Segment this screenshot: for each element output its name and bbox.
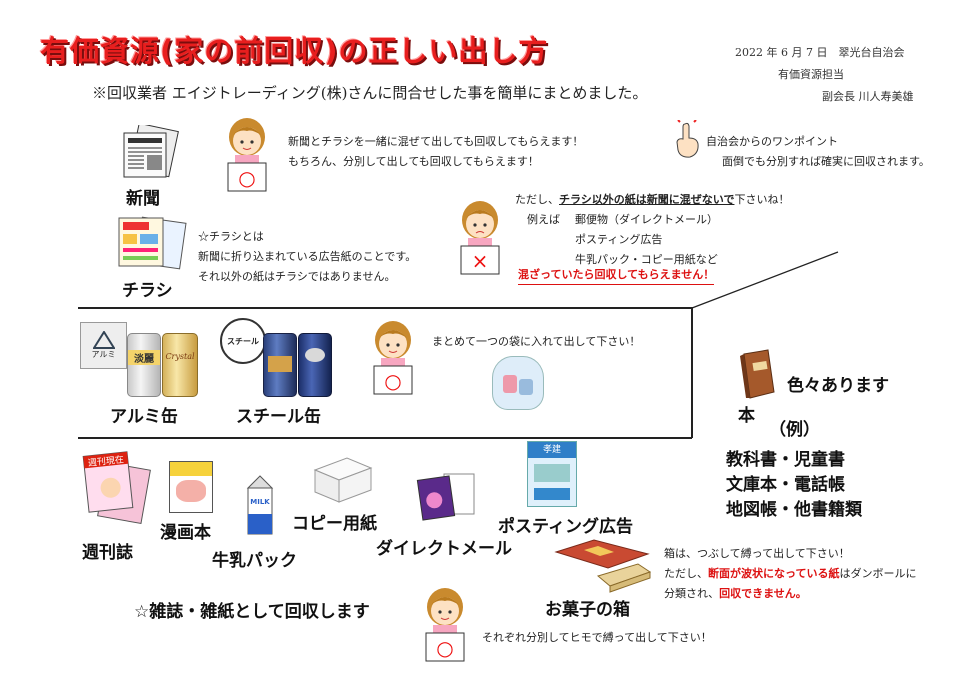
books-example-label: （例）: [769, 420, 820, 440]
bundle-note: それぞれ分別してヒモで縛って出して下さい！: [482, 631, 712, 644]
person-ok-icon: ○: [222, 115, 272, 193]
aluminum-recycle-mark-icon: アルミ: [80, 322, 127, 369]
header-date: 2022 年 6 月 7 日 翠光台自治会: [735, 46, 905, 59]
milk-carton-icon: MILK: [244, 474, 276, 536]
manga-label: 漫画本: [160, 523, 211, 543]
aluminum-can-label: アルミ缶: [110, 407, 178, 427]
books-title: 色々あります: [787, 376, 889, 396]
flyer-line-1: ☆チラシとは: [198, 230, 264, 243]
svg-text:MILK: MILK: [250, 498, 270, 506]
direct-mail-label: ダイレクトメール: [376, 539, 512, 559]
svg-text:○: ○: [384, 369, 401, 393]
manga-icon: [169, 461, 213, 513]
can-frame-right: [691, 307, 693, 438]
one-point-title: 自治会からのワンポイント: [706, 135, 838, 148]
warning-bottom: 混ざっていたら回収してもらえません！: [518, 266, 715, 285]
flyer-line-2: 新聞に折り込まれている広告紙のことです。: [198, 250, 417, 263]
copy-paper-icon: [313, 456, 373, 504]
box-note-1: 箱は、つぶして縛って出して下さい！: [664, 547, 850, 560]
person-ng-icon: ×: [455, 198, 505, 276]
svg-text:○: ○: [436, 636, 453, 660]
box-note-3: 分類され、回収できません。: [664, 587, 807, 600]
warning-example-label: 例えば: [527, 213, 560, 226]
can-frame-bottom: [78, 437, 692, 439]
header-author: 副会長 川人寿美雄: [822, 90, 914, 103]
flyer-line-3: それ以外の紙はチラシではありません。: [198, 270, 396, 283]
pointing-hand-icon: [672, 119, 702, 160]
copy-paper-label: コピー用紙: [292, 514, 377, 534]
warning-example-2: ポスティング広告: [575, 233, 663, 246]
steel-can-label: スチール缶: [236, 407, 321, 427]
svg-text:週刊現在: 週刊現在: [87, 453, 124, 469]
posting-flyer-label: ポスティング広告: [498, 517, 633, 537]
svg-text:○: ○: [238, 166, 255, 190]
books-label: 本: [738, 406, 755, 426]
steel-recycle-mark-icon: スチール: [220, 318, 266, 364]
newspaper-note-1: 新聞とチラシを一緒に混ぜて出しても回収してもらえます！: [288, 135, 584, 148]
page-title: 有価資源(家の前回収)の正しい出し方: [40, 34, 549, 68]
weekly-magazine-label: 週刊誌: [82, 543, 133, 563]
box-note-2: ただし、断面が波状になっている紙はダンボールに: [664, 567, 917, 580]
aluminum-can-2-icon: Crystal: [162, 333, 198, 397]
svg-text:×: ×: [472, 249, 489, 273]
posting-flyer-icon: 孝建: [527, 441, 577, 507]
steel-can-2-icon: [298, 333, 332, 397]
one-point-text: 面倒でも分別すれば確実に回収されます。: [722, 155, 930, 168]
aluminum-can-1-icon: 淡麗: [127, 333, 161, 397]
sweets-box-icon: [550, 538, 654, 594]
steel-can-1-icon: [263, 333, 297, 397]
can-frame-top: [78, 307, 692, 309]
sweets-box-label: お菓子の箱: [545, 600, 630, 620]
warning-example-3: 牛乳パック・コピー用紙など: [575, 253, 718, 266]
cans-note: まとめて一つの袋に入れて出して下さい！: [432, 335, 641, 348]
direct-mail-icon: [414, 470, 478, 522]
milk-carton-label: 牛乳パック: [212, 551, 297, 571]
divider-diagonal: [691, 251, 839, 309]
newspaper-label: 新聞: [126, 189, 160, 209]
warning-line: ただし、チラシ以外の紙は新聞に混ぜないで下さいね！: [515, 193, 790, 206]
header-role: 有価資源担当: [778, 68, 844, 81]
books-line-3: 地図帳・他書籍類: [726, 500, 862, 520]
newspaper-icon: [120, 122, 180, 181]
person-ok-icon: ○: [368, 318, 418, 396]
books-line-1: 教科書・児童書: [726, 450, 845, 470]
warning-example-1: 郵便物（ダイレクトメール）: [575, 213, 718, 226]
books-line-2: 文庫本・電話帳: [726, 475, 845, 495]
flyer-label: チラシ: [122, 281, 173, 301]
book-icon: [738, 348, 778, 400]
newspaper-note-2: もちろん、分別して出しても回収してもらえます！: [288, 155, 539, 168]
page-subtitle: ※回収業者 エイジトレーディング(株)さんに問合せした事を簡単にまとめました。: [92, 84, 648, 102]
flyer-icon: [115, 214, 190, 270]
plastic-bag-icon: [492, 356, 544, 410]
person-ok-icon: ○: [420, 585, 470, 663]
collect-note: ☆雑誌・雑紙として回収します: [134, 602, 370, 622]
weekly-magazine-icon: 週刊現在: [80, 450, 152, 525]
